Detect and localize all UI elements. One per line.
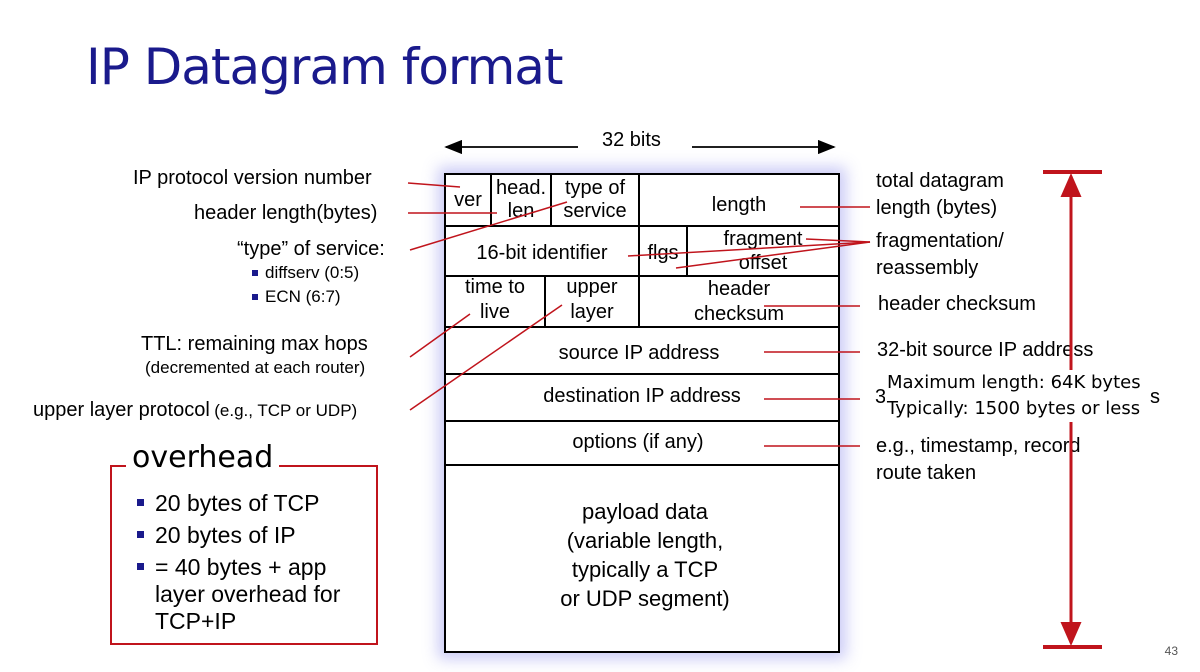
col-divider (490, 175, 492, 225)
label-dest-peek-left: 3 (875, 386, 887, 408)
label-fragmentation: fragmentation/ reassembly (876, 228, 1004, 282)
connector-frag-b (675, 241, 871, 269)
overhead-item-app: layer overhead for (155, 581, 341, 607)
field-tos-line2: service (563, 200, 627, 222)
payload-line2: (variable length, (566, 528, 724, 553)
label-upper-paren: (e.g., TCP or UDP) (214, 401, 358, 420)
payload-line3: typically a TCP (571, 557, 719, 582)
label-frag-line1: fragmentation/ (876, 230, 1004, 252)
field-header-length-line2: len (507, 200, 535, 222)
field-ttl-line2: live (479, 301, 510, 323)
connector-frag-a (627, 241, 871, 257)
field-type-of-service: type of service (552, 177, 638, 223)
field-tos-line1: type of (564, 177, 626, 199)
connector-upper (409, 304, 563, 411)
field-upper-line1: upper (566, 276, 618, 298)
connector-tos (409, 201, 568, 251)
bullet-icon (137, 499, 144, 506)
field-checksum-line2: checksum (693, 303, 785, 325)
connector-version (407, 182, 461, 188)
label-options: e.g., timestamp, record route taken (876, 433, 1081, 487)
field-identifier: 16-bit identifier (446, 241, 638, 266)
field-destination-address: destination IP address (446, 384, 838, 409)
label-header-length: header length(bytes) (194, 202, 378, 224)
datagram-frame: ver head. len type of service length 16-… (444, 173, 840, 653)
bullet-icon (137, 563, 144, 570)
field-ttl-line1: time to (464, 276, 526, 298)
label-total-line1: total datagram (876, 170, 1004, 192)
field-options: options (if any) (446, 430, 830, 455)
col-divider (686, 225, 688, 275)
label-source-address: 32-bit source IP address (877, 339, 1094, 361)
connector-ttl (409, 313, 471, 358)
bits-label: 32 bits (602, 129, 661, 151)
field-version: ver (446, 188, 490, 213)
length-note-line2: Typically: 1500 bytes or less (887, 398, 1141, 419)
label-total-line2: length (bytes) (876, 197, 998, 219)
row-divider (446, 225, 838, 227)
field-source-address: source IP address (446, 341, 832, 366)
label-options-line1: e.g., timestamp, record (876, 435, 1081, 457)
payload-line4: or UDP segment) (560, 586, 730, 611)
length-note: Maximum length: 64K bytes Typically: 150… (885, 370, 1143, 422)
field-upper-layer: upper layer (546, 275, 638, 325)
overhead-title: overhead (126, 440, 280, 475)
col-divider (638, 225, 640, 275)
label-header-checksum: header checksum (878, 293, 1036, 315)
row-divider (446, 420, 838, 422)
field-header-length-line1: head. (495, 177, 547, 199)
label-type-of-service: “type” of service: (237, 238, 385, 260)
overhead-item-tcpip: TCP+IP (155, 608, 237, 634)
label-ttl: TTL: remaining max hops (141, 333, 368, 355)
label-total-length: total datagram length (bytes) (876, 168, 1004, 222)
row-divider (446, 373, 838, 375)
label-dest-peek-right: s (1150, 386, 1160, 408)
field-version-text: ver (454, 189, 482, 211)
field-header-length: head. len (492, 177, 550, 223)
label-version: IP protocol version number (133, 167, 372, 189)
field-upper-line2: layer (570, 301, 614, 323)
field-checksum-line1: header (707, 278, 771, 300)
field-identifier-text: 16-bit identifier (476, 242, 608, 264)
bullet-icon (252, 270, 258, 276)
field-destination-text: destination IP address (543, 385, 741, 407)
label-tos-ecn: ECN (6:7) (265, 287, 341, 306)
label-upper-main: upper layer protocol (33, 399, 210, 421)
field-flags: flgs (640, 241, 686, 266)
row-divider (446, 464, 838, 466)
slide-title: IP Datagram format (86, 38, 564, 96)
field-options-text: options (if any) (572, 431, 704, 453)
label-tos-diffserv: diffserv (0:5) (265, 263, 360, 282)
field-header-checksum: header checksum (640, 277, 838, 327)
payload-line1: payload data (582, 499, 708, 524)
field-flags-text: flgs (647, 242, 679, 264)
overhead-item-ip: 20 bytes of IP (155, 522, 296, 548)
length-note-line1: Maximum length: 64K bytes (887, 372, 1141, 393)
label-ttl-note: (decremented at each router) (145, 358, 366, 377)
bullet-icon (137, 531, 144, 538)
field-length: length (640, 193, 838, 218)
field-frag-line1: fragment (723, 228, 803, 250)
row-divider (446, 326, 838, 328)
col-divider (638, 175, 640, 225)
row-divider (446, 275, 838, 277)
col-divider (638, 275, 640, 326)
connector-frag-c (805, 238, 871, 243)
field-source-text: source IP address (558, 342, 720, 364)
field-time-to-live: time to live (446, 275, 544, 325)
col-divider (544, 275, 546, 326)
field-payload: payload data (variable length, typically… (446, 497, 844, 613)
col-divider (550, 175, 552, 225)
page-number: 43 (1164, 644, 1178, 658)
bullet-icon (252, 294, 258, 300)
overhead-item-total: = 40 bytes + app (155, 554, 327, 580)
label-upper-layer: upper layer protocol (e.g., TCP or UDP) (33, 399, 357, 422)
overhead-item-tcp: 20 bytes of TCP (155, 490, 320, 516)
field-length-text: length (711, 194, 767, 216)
label-options-line2: route taken (876, 462, 977, 484)
label-frag-line2: reassembly (876, 257, 979, 279)
